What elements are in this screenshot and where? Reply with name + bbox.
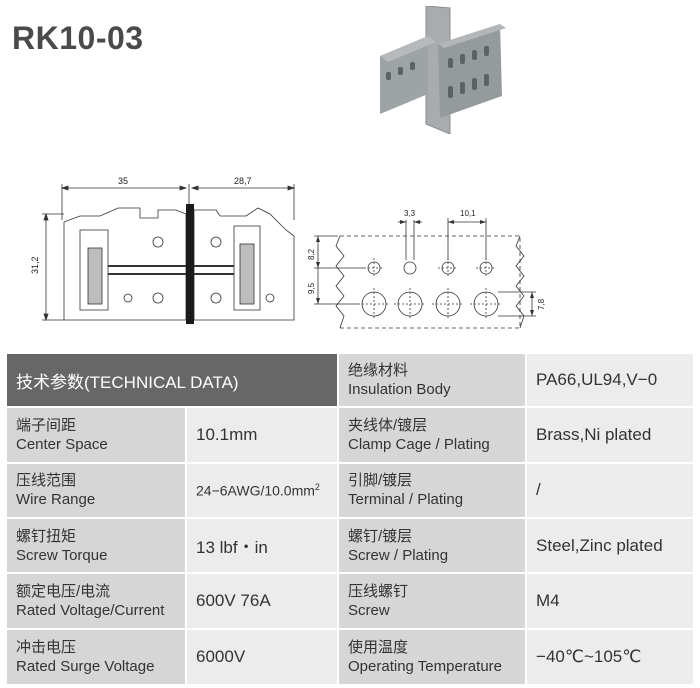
technical-data-table: 技术参数(TECHNICAL DATA) 绝缘材料 Insulation Bod… — [6, 353, 695, 685]
spec-value: PA66,UL94,V−0 — [526, 353, 695, 408]
spec-value: Brass,Ni plated — [526, 407, 695, 463]
dim-pitch: 10,1 — [460, 209, 476, 218]
spec-label: 额定电压/电流 Rated Voltage/Current — [6, 573, 186, 629]
spec-label: 端子间距 Center Space — [6, 407, 186, 463]
spec-value: 13 lbf・in — [186, 517, 339, 574]
dim-v2: 9,5 — [308, 282, 316, 294]
dim-height: 31,2 — [30, 256, 40, 274]
dim-pitch-small: 3,3 — [404, 209, 416, 218]
dim-width-a: 35 — [118, 176, 128, 186]
spec-label: 夹线体/镀层 Clamp Cage / Plating — [338, 407, 527, 463]
spec-label: 螺钉/镀层 Screw / Plating — [338, 517, 527, 574]
spec-value: −40℃~105℃ — [526, 628, 695, 685]
dim-v3: 7,8 — [537, 298, 546, 310]
spec-label: 螺钉扭矩 Screw Torque — [6, 517, 186, 574]
spec-label: 冲击电压 Rated Surge Voltage — [6, 628, 186, 685]
spec-value: M4 — [526, 573, 695, 629]
product-photo — [380, 6, 506, 134]
spec-value: 24−6AWG/10.0mm2 — [186, 462, 339, 518]
spec-value: 10.1mm — [186, 407, 339, 463]
spec-label: 引脚/镀层 Terminal / Plating — [338, 462, 527, 518]
spec-value: Steel,Zinc plated — [526, 517, 695, 574]
spec-label: 绝缘材料 Insulation Body — [338, 353, 527, 408]
dim-width-b: 28,7 — [234, 176, 252, 186]
spec-label: 压线螺钉 Screw — [338, 573, 527, 629]
hole-pattern-drawing: 3,3 10,1 8,2 9,5 7,8 — [308, 209, 546, 329]
spec-value: / — [526, 462, 695, 518]
spec-label: 压线范围 Wire Range — [6, 462, 186, 518]
dim-v1: 8,2 — [308, 248, 316, 260]
spec-value: 600V 76A — [186, 573, 339, 629]
spec-value: 6000V — [186, 628, 339, 685]
technical-data-header: 技术参数(TECHNICAL DATA) — [6, 353, 339, 408]
spec-label: 使用温度 Operating Temperature — [338, 628, 527, 685]
dimension-drawing: 35 28,7 31,2 — [30, 176, 296, 324]
product-title: RK10-03 — [12, 20, 144, 56]
